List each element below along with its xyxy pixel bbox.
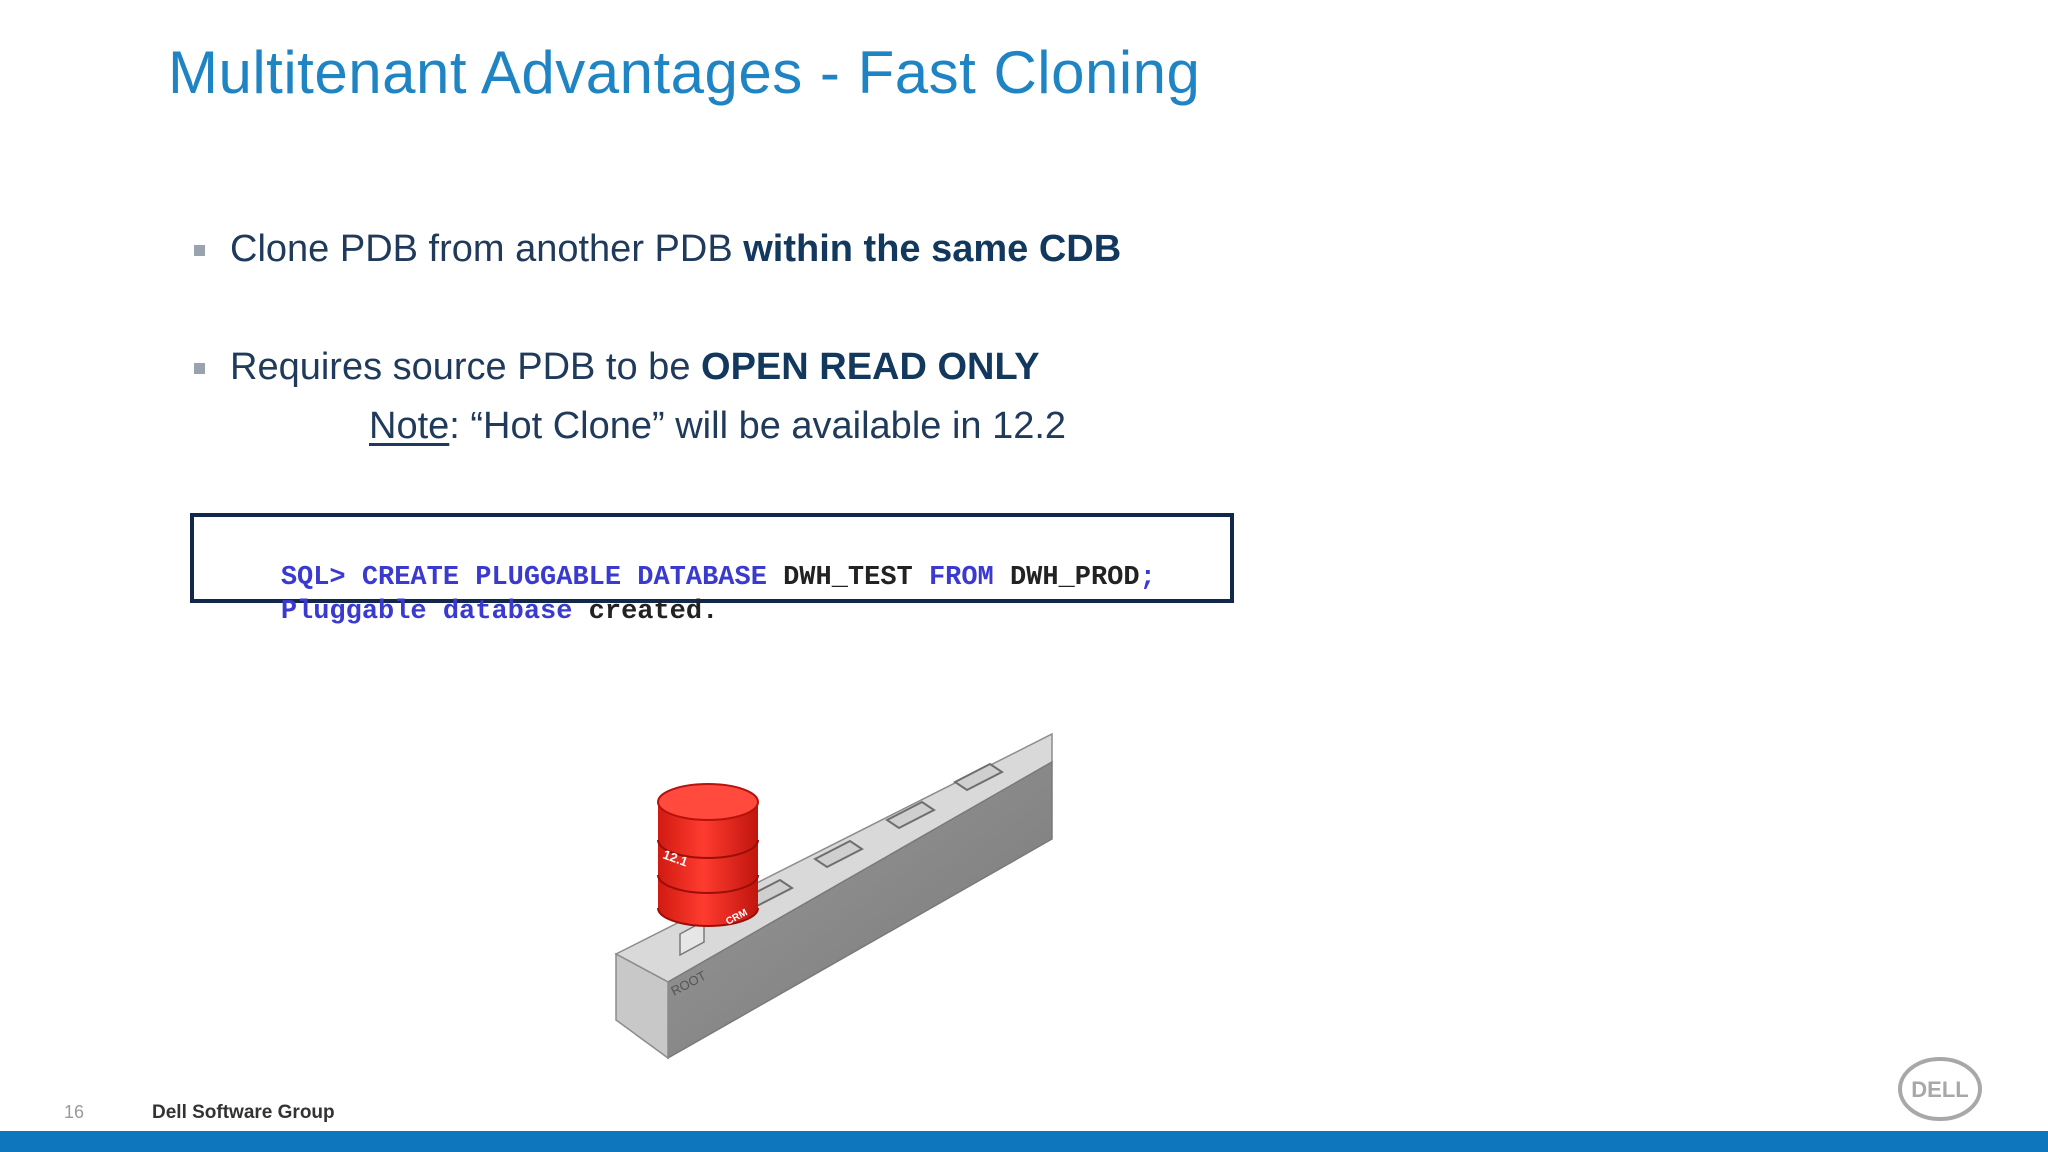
sql-token: DWH_PROD: [1009, 563, 1140, 593]
note-text: Note: “Hot Clone” will be available in 1…: [369, 405, 1067, 447]
sql-line: SQL> CREATE PLUGGABLE DATABASE DWH_TEST …: [216, 527, 1156, 629]
bullet-text: Requires source PDB to be OPEN READ ONLY: [230, 346, 1040, 388]
sql-token: Pluggable database: [280, 597, 589, 627]
sql-token: created.: [588, 597, 719, 627]
bullet-marker-icon: [194, 245, 205, 256]
sql-line: Pluggable database created.: [216, 561, 718, 663]
bullet-text: Clone PDB from another PDB within the sa…: [230, 228, 1122, 270]
slide-title: Multitenant Advantages - Fast Cloning: [168, 39, 1201, 106]
sql-token: ;: [1139, 563, 1156, 593]
sql-token: FROM: [928, 563, 1010, 593]
sql-code-box: SQL> CREATE PLUGGABLE DATABASE DWH_TEST …: [190, 513, 1234, 627]
sql-token: SQL> CREATE PLUGGABLE DATABASE: [280, 563, 784, 593]
multitenant-illustration: 12.1 CRM ROOT: [614, 732, 1053, 1060]
page-number: 16: [64, 1102, 85, 1122]
bullet-marker-icon: [194, 363, 205, 374]
sql-token: DWH_TEST: [783, 563, 929, 593]
logo-wordmark: DELL: [1911, 1077, 1968, 1102]
footer-bar: [0, 1131, 2048, 1152]
dell-logo-icon: DELL: [1898, 1057, 1982, 1121]
pdb-cylinder: 12.1 CRM: [657, 783, 759, 928]
note-label: Note: [369, 405, 450, 447]
company-name: Dell Software Group: [152, 1102, 335, 1123]
